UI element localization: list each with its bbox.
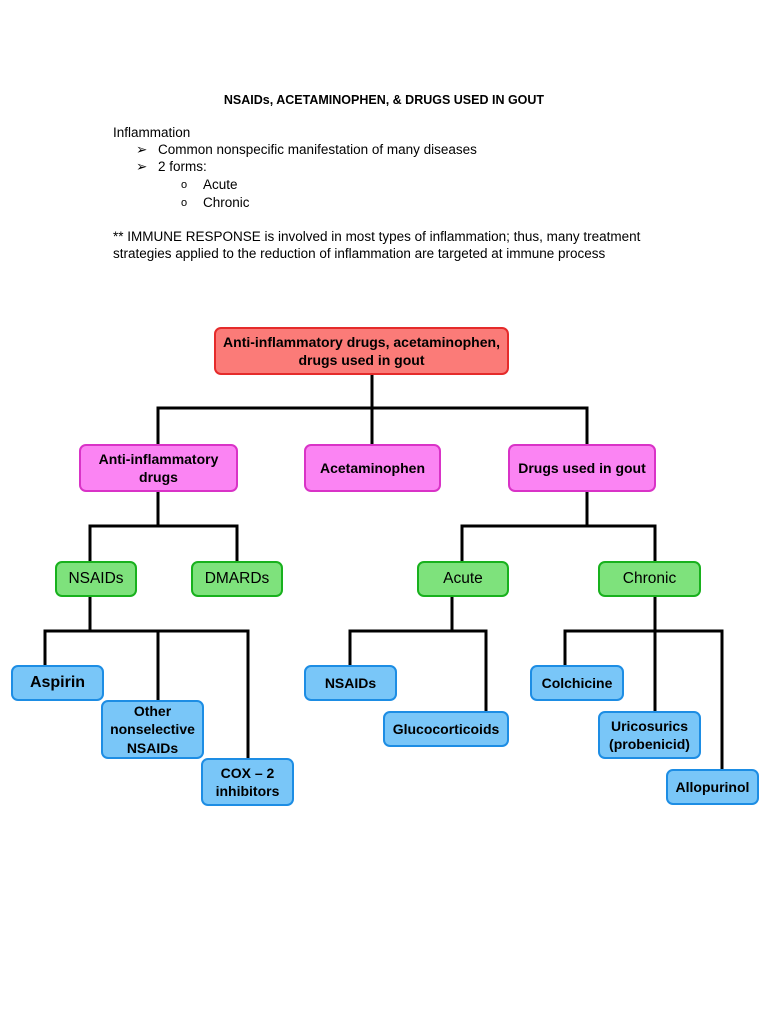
node-cox2-inhibitors: COX – 2 inhibitors (201, 758, 294, 806)
node-acute-nsaids: NSAIDs (304, 665, 397, 701)
node-colchicine: Colchicine (530, 665, 624, 701)
node-chronic: Chronic (598, 561, 701, 597)
node-allopurinol: Allopurinol (666, 769, 759, 805)
node-nsaids: NSAIDs (55, 561, 137, 597)
page-title: NSAIDs, ACETAMINOPHEN, & DRUGS USED IN G… (223, 93, 545, 107)
form-item: Chronic (203, 195, 250, 210)
sub-bullet-icon: o (181, 197, 188, 209)
node-glucocorticoids: Glucocorticoids (383, 711, 509, 747)
root-node: Anti-inflammatory drugs, acetaminophen, … (214, 327, 509, 375)
node-anti-inflammatory-drugs: Anti-inflammatory drugs (79, 444, 238, 492)
node-acute: Acute (417, 561, 509, 597)
node-uricosurics: Uricosurics (probenicid) (598, 711, 701, 759)
node-acetaminophen: Acetaminophen (304, 444, 441, 492)
node-dmards: DMARDs (191, 561, 283, 597)
note-line: ** IMMUNE RESPONSE is involved in most t… (113, 229, 641, 244)
form-item: Acute (203, 177, 238, 192)
node-other-nonselective-nsaids: Other nonselective NSAIDs (101, 700, 204, 759)
node-aspirin: Aspirin (11, 665, 104, 701)
sub-bullet-icon: o (181, 179, 188, 191)
bullet-arrow-icon: ➢ (136, 159, 148, 174)
intro-heading: Inflammation (113, 125, 191, 140)
bullet-text: 2 forms: (158, 159, 207, 174)
bullet-text: Common nonspecific manifestation of many… (158, 142, 477, 157)
bullet-arrow-icon: ➢ (136, 142, 148, 157)
node-drugs-used-in-gout: Drugs used in gout (508, 444, 656, 492)
note-line: strategies applied to the reduction of i… (113, 246, 606, 261)
